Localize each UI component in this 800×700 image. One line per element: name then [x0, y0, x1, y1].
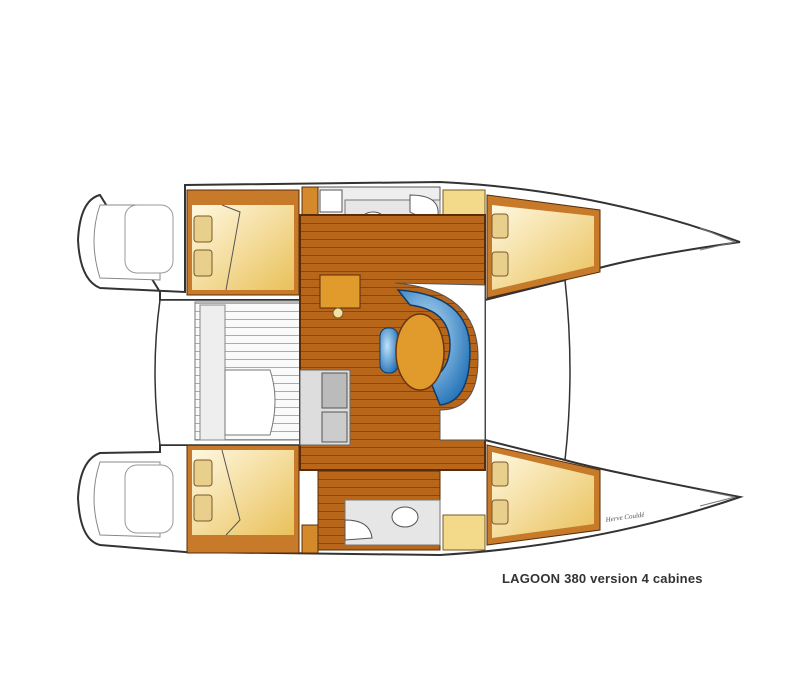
bridge-deck — [154, 214, 571, 471]
caption: LAGOON 380 version 4 cabines — [502, 571, 703, 586]
starboard-hull — [76, 438, 744, 557]
